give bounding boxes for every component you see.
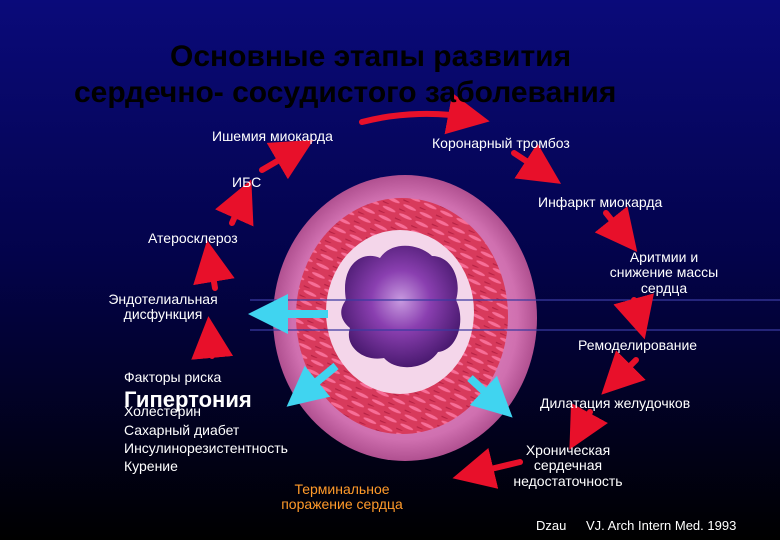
risk-factors-heading: Факторы риска <box>124 369 222 385</box>
stage-arrhythmia-line: сердца <box>640 279 688 296</box>
stage-chronic-heart-failure: Хроническая сердечная недостаточность <box>488 442 648 489</box>
stage-ischemia: Ишемия миокарда <box>212 128 333 144</box>
arrow-atherosclerosis-to-ibs <box>215 179 254 227</box>
stage-remodeling: Ремоделирование <box>578 337 698 353</box>
arrow-thrombosis-to-infarction <box>511 143 562 184</box>
stage-atherosclerosis: Атеросклероз <box>148 230 238 246</box>
risk-factor-item: Сахарный диабет <box>124 422 240 438</box>
arrow-arrhythmia-to-remodeling <box>613 293 654 340</box>
stage-arrhythmia-line: Аритмии и <box>629 249 699 265</box>
vessel-cross-section <box>250 175 780 461</box>
page-title-line2: сердечно- сосудистого заболевания <box>74 76 617 109</box>
stage-terminal-heart-damage: Терминальное поражение сердца <box>258 481 426 513</box>
arrow-ibs-to-ischemia <box>259 139 314 180</box>
stage-myocardial-infarction: Инфаркт миокарда <box>538 194 663 210</box>
stage-endothelial-line: Эндотелиальная <box>108 291 218 307</box>
cyan-arrows <box>248 294 513 418</box>
stage-chronic-hf-line: сердечная <box>533 457 603 474</box>
arrow-heart-failure-to-terminal <box>452 447 523 489</box>
stage-terminal-line: поражение сердца <box>281 496 403 513</box>
stage-chronic-hf-line: Хроническая <box>525 442 611 458</box>
arrow-vessel-to-risk-factors <box>286 362 339 407</box>
stage-ventricular-dilatation: Дилатация желудочков <box>540 395 691 411</box>
stage-endothelial-line: дисфункция <box>123 306 203 323</box>
stage-ibs: ИБС <box>232 174 262 190</box>
citation-author: Dzau <box>536 518 567 533</box>
stage-terminal-line: Терминальное <box>294 481 390 497</box>
stage-arrhythmia-line: снижение массы <box>609 264 719 281</box>
page-title-line1: Основные этапы развития <box>170 40 572 73</box>
risk-factor-item: Курение <box>124 458 178 474</box>
vessel-lumen <box>341 245 461 368</box>
arrow-dilatation-to-heart-failure <box>569 402 608 450</box>
arrow-ischemia-to-thrombosis <box>359 92 490 135</box>
risk-factor-item: Холестерин <box>124 403 201 419</box>
risk-factor-item: Инсулинорезистентность <box>124 440 288 456</box>
arrow-risk-factors-to-endothelial <box>191 316 234 360</box>
cycle-arrows <box>191 92 654 489</box>
arrow-infarction-to-arrhythmia <box>594 206 638 253</box>
arrow-vessel-to-dilatation <box>467 375 513 418</box>
risk-factor-hypertension: Гипертония <box>124 387 252 412</box>
arrow-remodeling-to-dilatation <box>601 350 646 395</box>
stage-chronic-hf-line: недостаточность <box>513 472 623 489</box>
arrow-endothelial-to-atherosclerosis <box>193 240 235 291</box>
stage-coronary-thrombosis: Коронарный тромбоз <box>432 135 570 151</box>
stage-arrhythmia: Аритмии и снижение массы сердца <box>598 249 730 296</box>
stage-endothelial-dysfunction: Эндотелиальная дисфункция <box>84 291 242 323</box>
citation-journal: VJ. Arch Intern Med. 1993 <box>586 518 737 533</box>
